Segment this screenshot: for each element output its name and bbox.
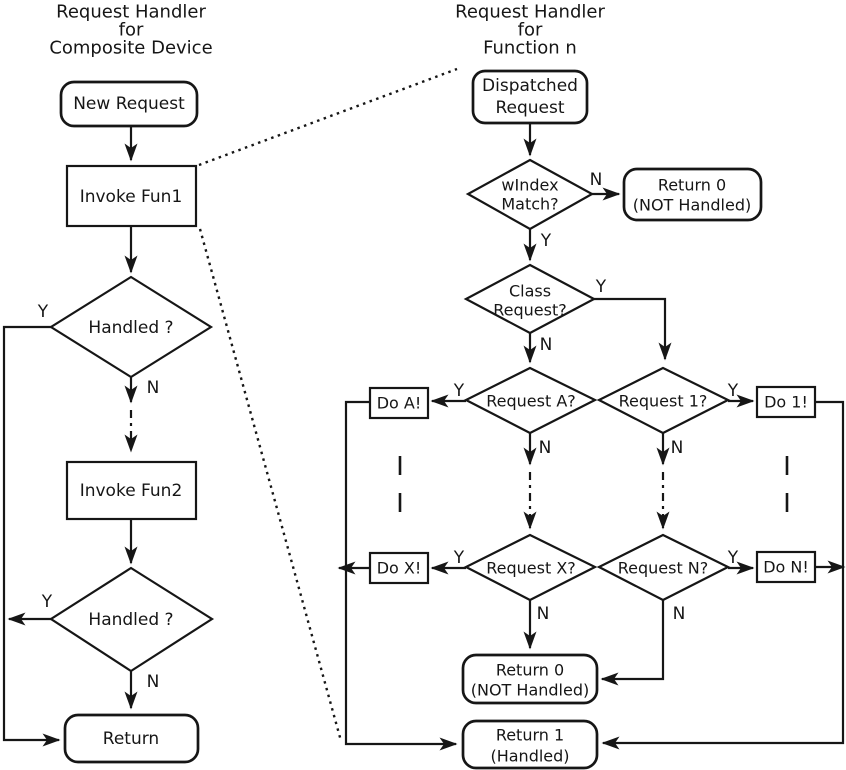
invoke-fun2-node (65, 460, 198, 521)
right-title-line2: for (518, 20, 543, 41)
request-1-no-label: N (671, 438, 684, 458)
request-n-label: Request N? (618, 559, 709, 578)
left-title-line1: Request Handler (56, 2, 206, 23)
do-x-node (368, 551, 430, 585)
right-title-line1: Request Handler (455, 2, 605, 23)
return1-label1: Return 1 (496, 726, 564, 745)
new-request-node (59, 80, 199, 128)
invoke-fun2-label: Invoke Fun2 (80, 481, 183, 501)
composite-device-flowchart: Request Handler for Composite Device New… (2, 2, 215, 764)
zoom-connector-bottom (198, 228, 343, 742)
handled1-yes-label: Y (37, 302, 49, 322)
windex-match-label1: wIndex (501, 176, 558, 195)
windex-no-label: N (590, 170, 603, 190)
handled2-yes-label: Y (41, 592, 53, 612)
request-x-no-label: N (537, 604, 550, 624)
return0-bottom-label1: Return 0 (496, 661, 564, 680)
dispatched-request-label1: Dispatched (482, 76, 578, 96)
request-n-no-label: N (673, 604, 686, 624)
return-node (63, 713, 200, 764)
request-1-label: Request 1? (619, 392, 708, 411)
return0-top-label2: (NOT Handled) (633, 196, 751, 215)
request-a-yes-label: Y (453, 381, 465, 401)
new-request-label: New Request (73, 94, 185, 114)
return1-node (461, 719, 599, 770)
return0-bottom-label2: (NOT Handled) (471, 681, 589, 700)
dispatched-request-label2: Request (495, 98, 564, 118)
return0-bottom-node (461, 653, 599, 705)
class-yes-label: Y (595, 277, 607, 297)
do-a-label: Do A! (377, 394, 422, 413)
handled1-label: Handled ? (88, 318, 173, 338)
invoke-fun1-label: Invoke Fun1 (80, 187, 183, 207)
do-n-node (755, 550, 817, 584)
zoom-connector-top (198, 67, 458, 167)
edge-requestn-no-to-return0 (600, 600, 665, 686)
windex-yes-label: Y (540, 231, 552, 251)
do-a-node (368, 386, 430, 420)
return0-top-label1: Return 0 (658, 176, 726, 195)
right-title-line3: Function n (483, 38, 577, 59)
do-x-label: Do X! (377, 559, 422, 578)
class-request-label1: Class (509, 282, 551, 301)
function-n-flowchart: Request Handler for Function n Dispatche… (337, 2, 846, 770)
request-n-yes-label: Y (727, 548, 739, 568)
request-a-label: Request A? (486, 392, 576, 411)
left-title-line3: Composite Device (49, 38, 212, 59)
request-1-yes-label: Y (727, 381, 739, 401)
do-1-label: Do 1! (764, 393, 808, 412)
edge-class-yes-to-request1 (594, 297, 672, 361)
request-a-no-label: N (539, 438, 552, 458)
left-title-line2: for (119, 20, 144, 41)
request-x-label: Request X? (486, 559, 576, 578)
return1-label2: (Handled) (490, 747, 569, 766)
do-n-label: Do N! (763, 558, 809, 577)
handled1-no-label: N (147, 378, 160, 398)
edge-handled1-yes-to-return (2, 325, 61, 747)
windex-match-label2: Match? (501, 195, 558, 214)
return-label: Return (103, 729, 159, 749)
handled2-no-label: N (147, 672, 160, 692)
invoke-fun1-node (65, 164, 198, 228)
handled2-label: Handled ? (88, 610, 173, 630)
return0-top-node (622, 167, 763, 222)
request-x-yes-label: Y (453, 548, 465, 568)
class-no-label: N (540, 335, 553, 355)
class-request-label2: Request? (493, 301, 566, 320)
